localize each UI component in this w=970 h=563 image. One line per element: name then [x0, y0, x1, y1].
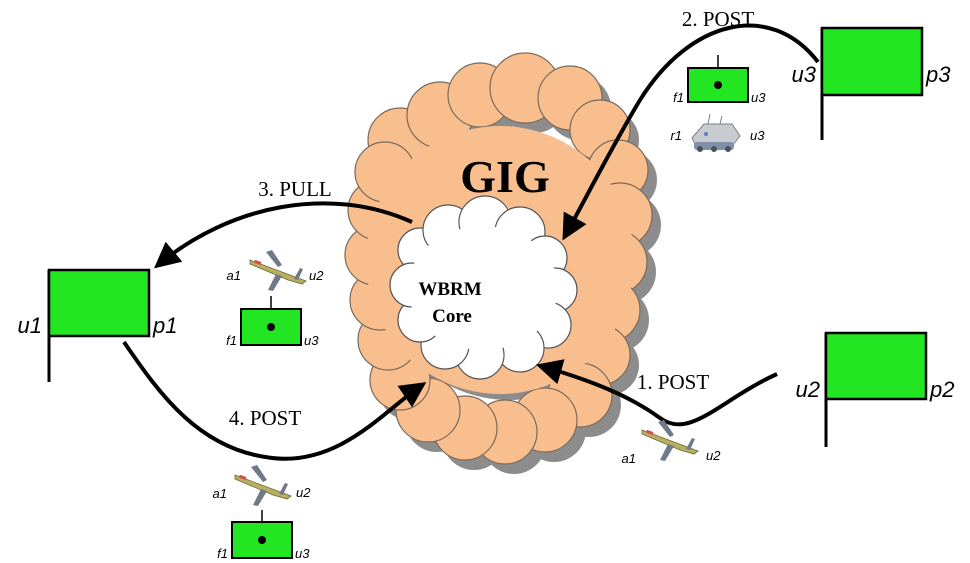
aircraft-post1: a1 u2: [622, 419, 721, 466]
flag-u1-pole: p1: [152, 313, 177, 338]
aircraft-post1-id: a1: [622, 451, 636, 466]
small-flag-near-u3: f1 u3: [673, 55, 766, 105]
aircraft-post1-owner: u2: [706, 448, 721, 463]
arrow-post-4: [122, 340, 427, 461]
small-flag-post4: f1 u3: [217, 510, 310, 561]
flag-u2: u2 p2: [796, 331, 954, 447]
arrow-post-1: [536, 359, 778, 427]
aircraft-icon: [641, 419, 699, 462]
cloud-title: GIG: [460, 151, 549, 202]
aircraft-post4-id: a1: [213, 486, 227, 501]
aircraft-post4-owner: u2: [296, 485, 311, 500]
gig-cloud: [344, 52, 653, 465]
flag-u2-pole: p2: [929, 377, 954, 402]
flag-u1: u1 p1: [18, 268, 177, 382]
robot-vehicle-icon: [691, 113, 741, 153]
label-post-1: 1. POST: [637, 370, 710, 394]
flag-u3: u3 p3: [792, 26, 951, 140]
core-fill: [408, 226, 558, 350]
core-label-line2: Core: [432, 306, 472, 327]
aircraft-icon: [234, 464, 292, 507]
aircraft-center-id: a1: [227, 268, 241, 283]
small-flag-center-owner: u3: [304, 333, 319, 348]
label-post-4: 4. POST: [229, 406, 302, 430]
flag-u2-user: u2: [796, 377, 820, 402]
flag-u3-pole: p3: [925, 62, 951, 87]
core-label-line1: WBRM: [418, 279, 481, 300]
robot-owner: u3: [750, 128, 765, 143]
small-flag-center: f1 u3: [226, 296, 319, 348]
small-flag-post4-owner: u3: [295, 546, 310, 561]
small-flag-post4-id: f1: [217, 546, 228, 561]
label-post-2: 2. POST: [682, 7, 755, 31]
flag-u3-user: u3: [792, 62, 817, 87]
small-flag-near-u3-owner: u3: [751, 90, 766, 105]
small-flag-center-id: f1: [226, 333, 237, 348]
small-flag-near-u3-id: f1: [673, 90, 684, 105]
robot-id: r1: [670, 128, 682, 143]
robot-near-u3: r1 u3: [670, 113, 765, 153]
arrow-pull-3: [154, 201, 413, 269]
aircraft-center-owner: u2: [309, 268, 324, 283]
aircraft-post4: a1 u2: [213, 464, 311, 507]
aircraft-center: a1 u2: [227, 249, 324, 292]
arrow-post-2: [562, 23, 820, 241]
label-pull-3: 3. PULL: [258, 177, 332, 201]
aircraft-icon: [249, 249, 307, 292]
flag-u1-user: u1: [18, 313, 42, 338]
